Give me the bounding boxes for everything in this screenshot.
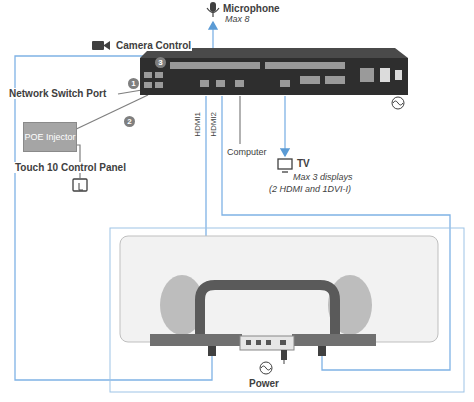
injector-box: POE Injector xyxy=(23,122,77,152)
power-symbol xyxy=(392,97,404,109)
tv-wire xyxy=(284,96,285,156)
computer-wire xyxy=(239,96,240,144)
room-system-frame xyxy=(110,228,464,392)
port-label: HDMI1 xyxy=(194,111,203,138)
callout-number: 1 xyxy=(128,78,139,89)
device-label: Touch 10 Control Panel xyxy=(14,162,127,173)
port-label: Computer xyxy=(226,148,268,158)
note: (2 HDMI and 1DVI-I) xyxy=(268,185,352,195)
display-unit xyxy=(120,236,438,374)
touch-panel-icon xyxy=(73,179,87,191)
device-label: Power xyxy=(248,378,280,389)
codec xyxy=(140,48,408,95)
device-label: TV xyxy=(296,158,311,169)
callout-number: 2 xyxy=(124,116,135,127)
network-wire xyxy=(118,90,142,94)
box-text: POE Injector xyxy=(24,132,75,142)
microphone-icon xyxy=(207,2,219,17)
port-label: HDMI2 xyxy=(210,111,219,138)
camera-control-wire xyxy=(15,56,212,380)
camera-icon xyxy=(92,41,110,50)
device-label: Network Switch Port xyxy=(8,88,107,99)
device-label: Microphone xyxy=(222,3,281,14)
note: Max 8 xyxy=(224,15,251,25)
device-label: Camera Control xyxy=(115,40,192,51)
microphone-wire xyxy=(212,22,213,50)
callout-number: 3 xyxy=(155,57,166,68)
tv-icon xyxy=(278,159,292,172)
poe-wire xyxy=(70,95,148,132)
note: Max 3 displays xyxy=(292,173,354,183)
